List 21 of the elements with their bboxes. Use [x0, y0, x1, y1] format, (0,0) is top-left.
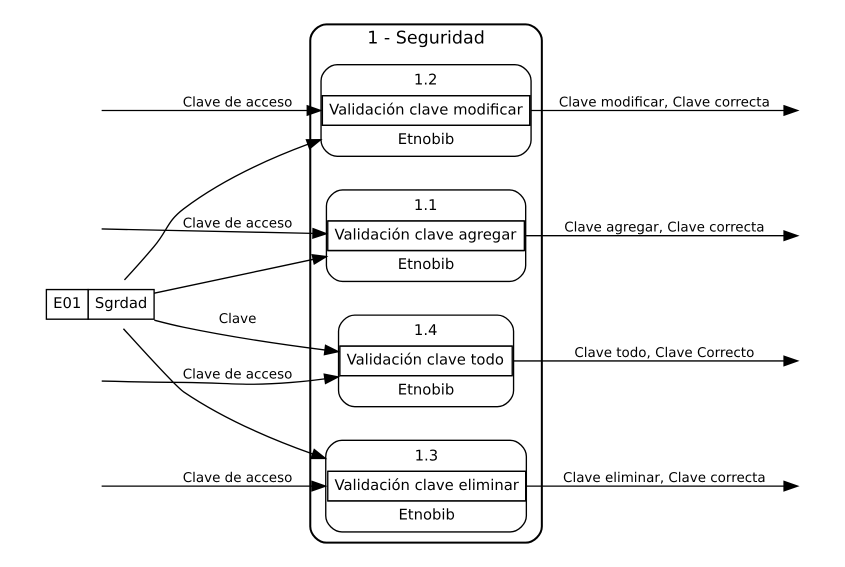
edge-label: Clave todo, Clave Correcto — [574, 346, 754, 361]
arrow — [514, 355, 800, 367]
arrow — [102, 373, 340, 385]
arrow — [154, 320, 340, 356]
edge-label: Clave de acceso — [182, 471, 292, 486]
edge-label: Clave de acceso — [182, 216, 292, 232]
edge-label: Clave agregar, Clave correcta — [564, 220, 765, 236]
arrow — [122, 328, 328, 460]
arrow — [526, 230, 800, 242]
arrow — [102, 228, 328, 240]
arrow — [526, 480, 800, 492]
edge-label: Clave modificar, Clave correcta — [558, 95, 770, 110]
arrow — [154, 254, 328, 294]
arrow — [102, 480, 328, 492]
edge-label: Clave de acceso — [182, 95, 292, 110]
edge-label: Clave — [218, 312, 256, 328]
edge-label: Clave eliminar, Clave correcta — [563, 471, 766, 486]
arrow — [102, 104, 323, 116]
arrow — [532, 104, 800, 116]
arrow — [124, 138, 323, 280]
edge-label: Clave de acceso — [182, 367, 292, 382]
